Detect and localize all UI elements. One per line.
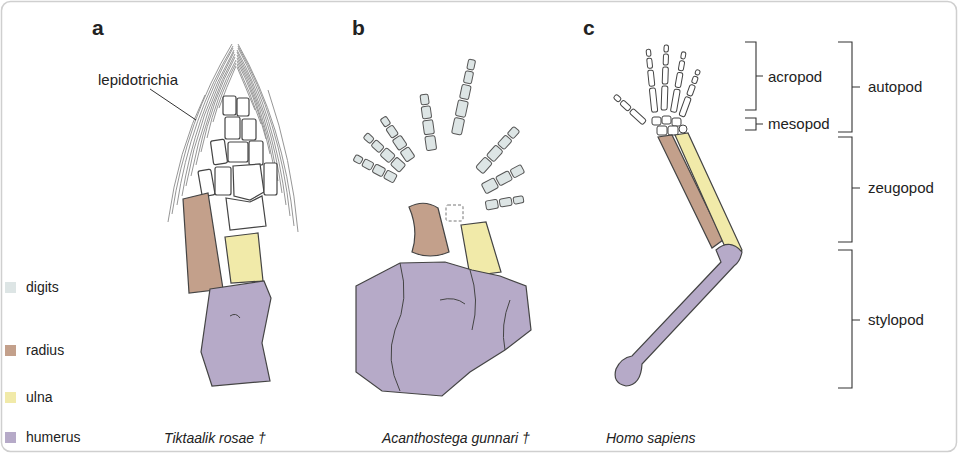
bracket (745, 118, 763, 130)
carpal-bone (679, 125, 687, 133)
part-name: lepidotrichia (98, 71, 178, 89)
carpal-bone (215, 167, 231, 195)
panel-letter: c (583, 16, 595, 40)
bracket (838, 42, 860, 132)
species-name: Tiktaalik rosae † (164, 429, 266, 447)
carpal-bone (249, 141, 263, 165)
carpal-bone (668, 126, 678, 135)
legend-swatch (5, 432, 16, 443)
humerus-bone (615, 244, 742, 386)
species-name: Acanthostega gunnari † (382, 429, 530, 447)
carpal-bone (233, 164, 264, 200)
legend-swatch (5, 392, 16, 403)
panel-letter: b (352, 16, 365, 40)
humerus-bone (356, 262, 531, 396)
carpal-bone (662, 116, 671, 124)
carpal-bone (657, 126, 667, 135)
ulna-bone (225, 233, 263, 283)
region-name: mesopod (768, 115, 830, 133)
digit (645, 49, 658, 112)
brackets (745, 42, 860, 388)
carpal-bone (652, 117, 661, 125)
carpal-bone (210, 139, 227, 165)
humerus-bone (201, 281, 271, 386)
region-name: autopod (868, 78, 922, 96)
legend-text: radius (26, 341, 64, 359)
digit (613, 94, 647, 125)
legend-swatch (5, 345, 16, 356)
carpal-bone (242, 119, 256, 140)
digit-bones (353, 59, 526, 210)
region-name: zeugopod (868, 179, 934, 197)
panel-letter: a (92, 16, 104, 40)
intermedium-bone (446, 205, 463, 221)
carpal-bone (264, 163, 277, 195)
carpal-bone (237, 98, 249, 116)
bone-contour (391, 263, 510, 391)
legend-item: ulna (5, 388, 52, 406)
radius-bone (183, 193, 223, 293)
digit (661, 45, 669, 110)
carpal-bone (226, 196, 266, 230)
carpal-bone (228, 142, 248, 162)
legend-text: ulna (26, 388, 52, 406)
digit (379, 115, 415, 162)
digit (476, 126, 521, 174)
ulna-bone (675, 133, 742, 258)
digit (452, 59, 478, 135)
carpal-bone (672, 118, 681, 126)
radius-bone (409, 203, 449, 256)
bone-contour (230, 314, 240, 318)
bracket (838, 250, 860, 388)
carpal-bone (225, 117, 240, 139)
legend-item: digits (5, 278, 59, 296)
legend-text: digits (26, 278, 59, 296)
legend-swatch (5, 282, 16, 293)
digit (419, 94, 437, 151)
bracket (838, 137, 860, 242)
digit (481, 164, 525, 194)
digit (679, 69, 701, 117)
region-name: stylopod (868, 311, 924, 329)
leader-line (150, 89, 196, 120)
legend-text: humerus (26, 428, 80, 446)
species-name: Homo sapiens (606, 429, 696, 447)
legend-item: radius (5, 341, 64, 359)
region-name: acropod (768, 68, 822, 86)
legend-item: humerus (5, 428, 80, 446)
carpal-bone (223, 96, 236, 115)
hand-bones (613, 45, 701, 135)
digit (485, 195, 524, 210)
bracket (745, 42, 763, 110)
carpal-bone (198, 169, 215, 197)
